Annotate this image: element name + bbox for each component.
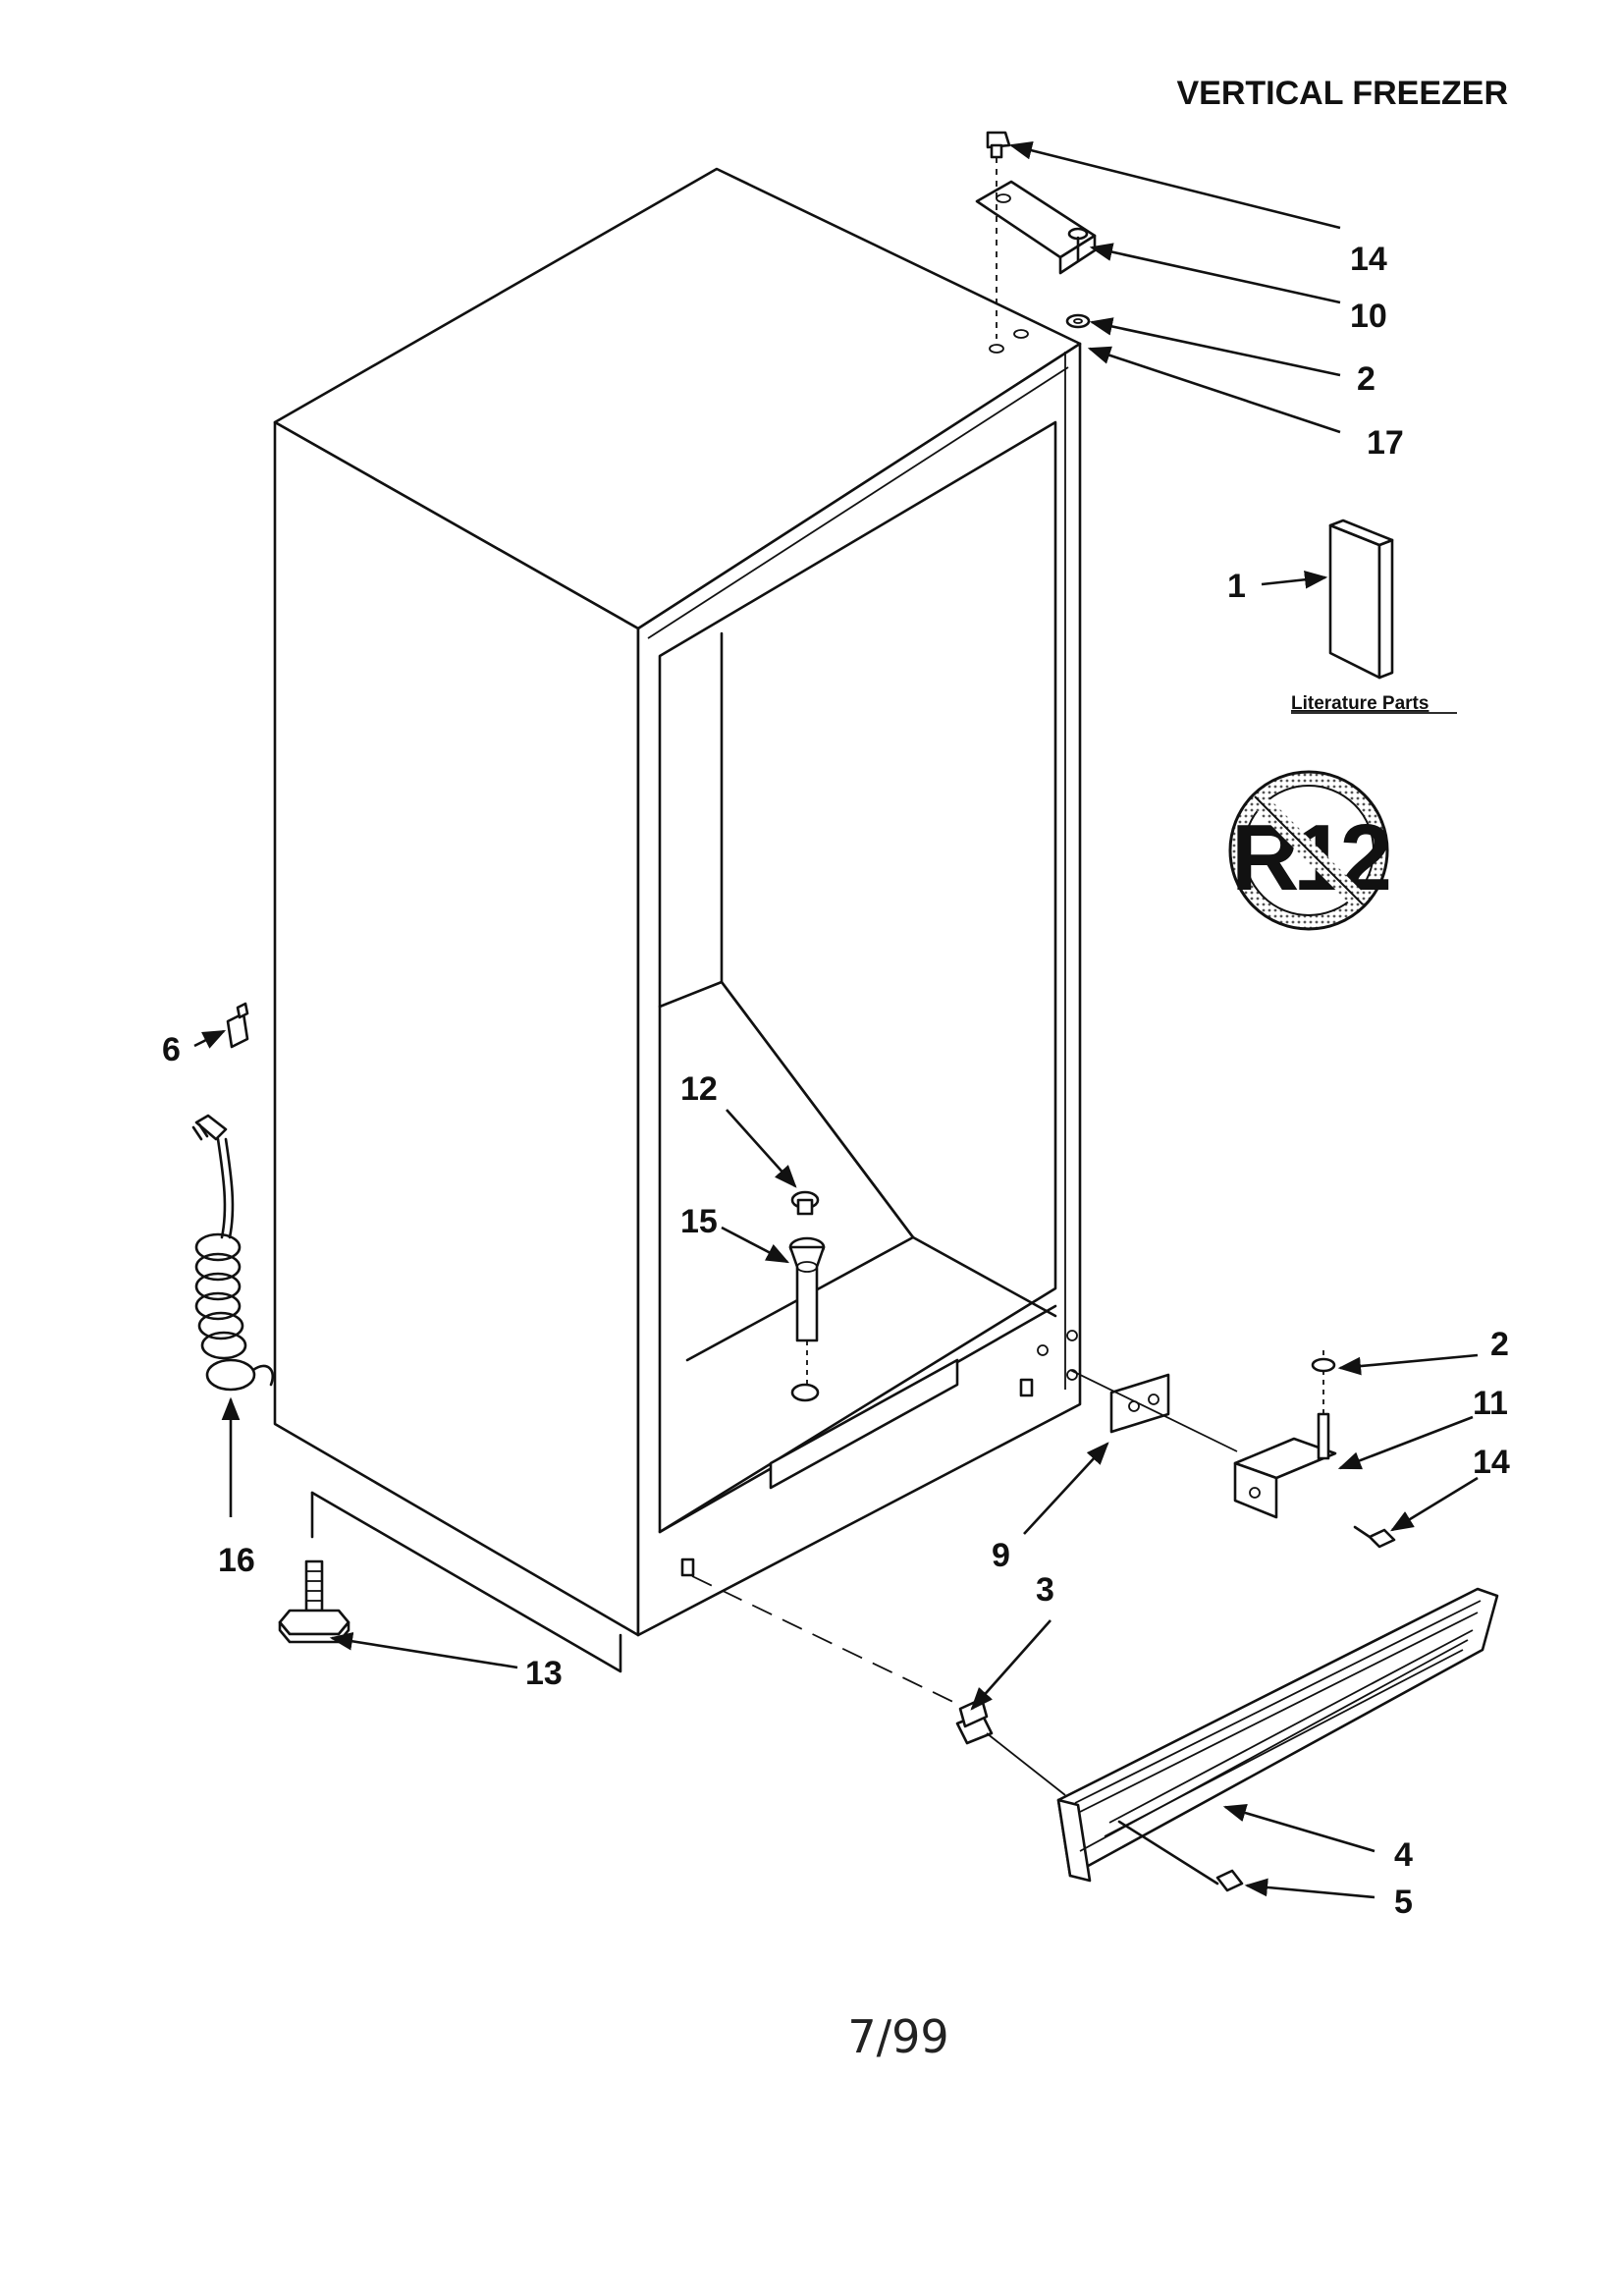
callout-17: 17 <box>1367 424 1404 462</box>
grille-clip <box>955 1697 1066 1796</box>
callout-14-top: 14 <box>1350 241 1387 278</box>
callout-2-lower: 2 <box>1490 1326 1509 1363</box>
callout-4: 4 <box>1394 1836 1413 1874</box>
callout-6: 6 <box>162 1031 181 1068</box>
callout-16: 16 <box>218 1542 255 1579</box>
footer-date: 7/99 <box>847 2010 948 2063</box>
leveling-leg <box>278 1559 351 1644</box>
callout-10: 10 <box>1350 298 1387 335</box>
drain-tube <box>788 1190 826 1402</box>
grille-screw <box>1117 1820 1244 1892</box>
callout-15: 15 <box>680 1203 718 1240</box>
callout-1: 1 <box>1227 568 1246 605</box>
callout-arrows <box>193 141 1479 1899</box>
literature-label: Literature Parts <box>1291 693 1429 714</box>
callout-14-lower: 14 <box>1473 1444 1510 1481</box>
toe-grille <box>1056 1587 1499 1883</box>
callout-12: 12 <box>680 1070 718 1108</box>
callout-11: 11 <box>1473 1385 1508 1422</box>
side-clip <box>226 1002 249 1049</box>
lower-hinge <box>1069 1350 1396 1549</box>
callout-2-top: 2 <box>1357 360 1375 398</box>
callout-13: 13 <box>525 1655 563 1692</box>
callout-9: 9 <box>992 1537 1010 1574</box>
cabinet <box>273 167 1082 1673</box>
callout-labels: 14 10 2 17 1 6 12 15 16 13 9 3 2 11 14 4… <box>162 241 1510 1921</box>
power-cord <box>191 1114 274 1392</box>
literature-parts: Literature Parts <box>1291 519 1457 714</box>
callout-5: 5 <box>1394 1884 1413 1921</box>
callout-3: 3 <box>1036 1571 1054 1609</box>
assembly-dashed-line <box>691 1575 958 1705</box>
page-title: VERTICAL FREEZER <box>1176 75 1508 112</box>
top-hinge <box>975 131 1097 339</box>
no-r12-icon: R12 <box>1228 770 1395 931</box>
